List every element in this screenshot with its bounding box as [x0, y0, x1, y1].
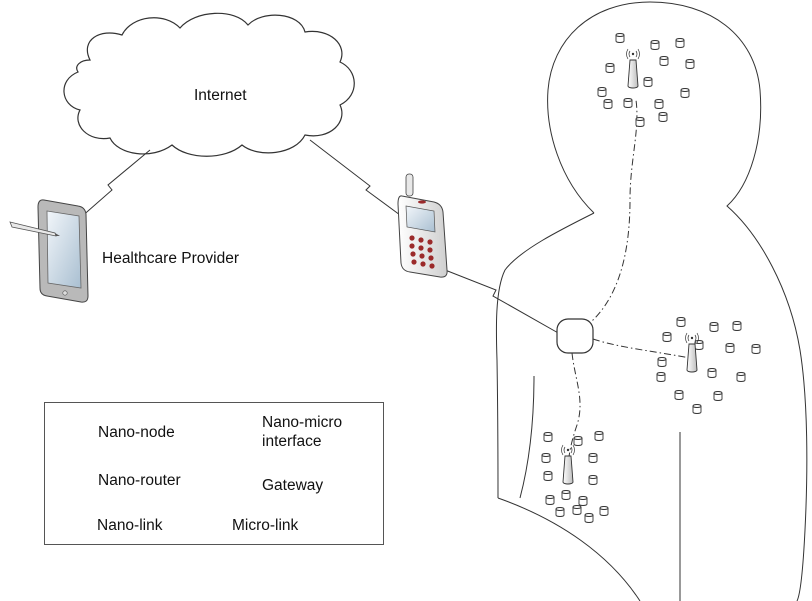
nano-node-icon [657, 357, 667, 367]
nano-node-icon [615, 33, 625, 43]
nano-node-icon [713, 391, 723, 401]
nano-node-clusters [541, 33, 761, 523]
nano-node-icon [555, 507, 565, 517]
legend-nano-router-label: Nano-router [98, 472, 181, 489]
nano-node-icon [736, 372, 746, 382]
nano-node-icon [725, 343, 735, 353]
nano-node-icon [654, 99, 664, 109]
nano-node-icon [543, 432, 553, 442]
legend-interface-label-line1: Nano-micro [262, 414, 343, 431]
healthcare-provider-label: Healthcare Provider [102, 250, 239, 267]
nano-node-icon [675, 38, 685, 48]
nano-node-icon [709, 322, 719, 332]
nano-node-icon [751, 344, 761, 354]
nano-node-icon [588, 453, 598, 463]
nano-node-icon [561, 490, 571, 500]
micro-link-lines [79, 139, 561, 335]
human-body-outline [495, 1, 808, 601]
nano-link-head [584, 99, 638, 328]
nano-node-icon [659, 56, 669, 66]
nano-node-icon [584, 513, 594, 523]
nano-node-icon [694, 340, 704, 350]
nano-node-icon [692, 404, 702, 414]
nano-node-icon [588, 475, 598, 485]
nano-node-icon [623, 98, 633, 108]
nano-node-icon [603, 99, 613, 109]
nano-router-group [561, 48, 699, 485]
nano-node-icon [545, 495, 555, 505]
nano-node-icon [656, 372, 666, 382]
nano-node-icon [650, 40, 660, 50]
legend-box [44, 402, 384, 545]
nano-node-icon [578, 496, 588, 506]
micro-link-phone-interface [439, 267, 561, 335]
micro-link-cloud-tablet [79, 149, 151, 219]
nano-node-icon [662, 332, 672, 342]
legend-gateway-label: Gateway [262, 477, 324, 494]
nano-node-icon [605, 63, 615, 73]
nano-node-icon [597, 87, 607, 97]
nano-router-icon [626, 48, 640, 89]
nano-node-icon [658, 112, 668, 122]
nano-node-icon [541, 453, 551, 463]
nano-node-icon [635, 117, 645, 127]
nano-node-icon [707, 368, 717, 378]
nano-node-icon [543, 471, 553, 481]
nano-node-icon [573, 436, 583, 446]
nano-node-icon [674, 390, 684, 400]
cloud-icon [63, 12, 355, 157]
nano-router-icon [561, 444, 575, 485]
legend-nano-link-label: Nano-link [97, 517, 163, 534]
nano-node-icon [594, 431, 604, 441]
nano-micro-interface-icon [556, 318, 594, 354]
nano-node-icon [572, 505, 582, 515]
nano-node-icon [685, 59, 695, 69]
internet-label: Internet [194, 87, 247, 104]
nano-node-icon [676, 317, 686, 327]
nano-node-icon [732, 321, 742, 331]
nano-node-icon [599, 506, 609, 516]
legend-nano-node-label: Nano-node [98, 424, 175, 441]
legend-interface-label-line2: interface [262, 433, 322, 450]
tablet-icon [9, 199, 89, 303]
nano-node-icon [643, 77, 653, 87]
micro-link-cloud-phone [309, 139, 401, 216]
nano-router-icon [685, 332, 699, 373]
mobile-phone-icon [397, 173, 448, 278]
nano-node-icon [680, 88, 690, 98]
nano-link-lines [567, 99, 691, 471]
legend-micro-link-label: Micro-link [232, 517, 299, 534]
nano-link-right [592, 338, 691, 359]
